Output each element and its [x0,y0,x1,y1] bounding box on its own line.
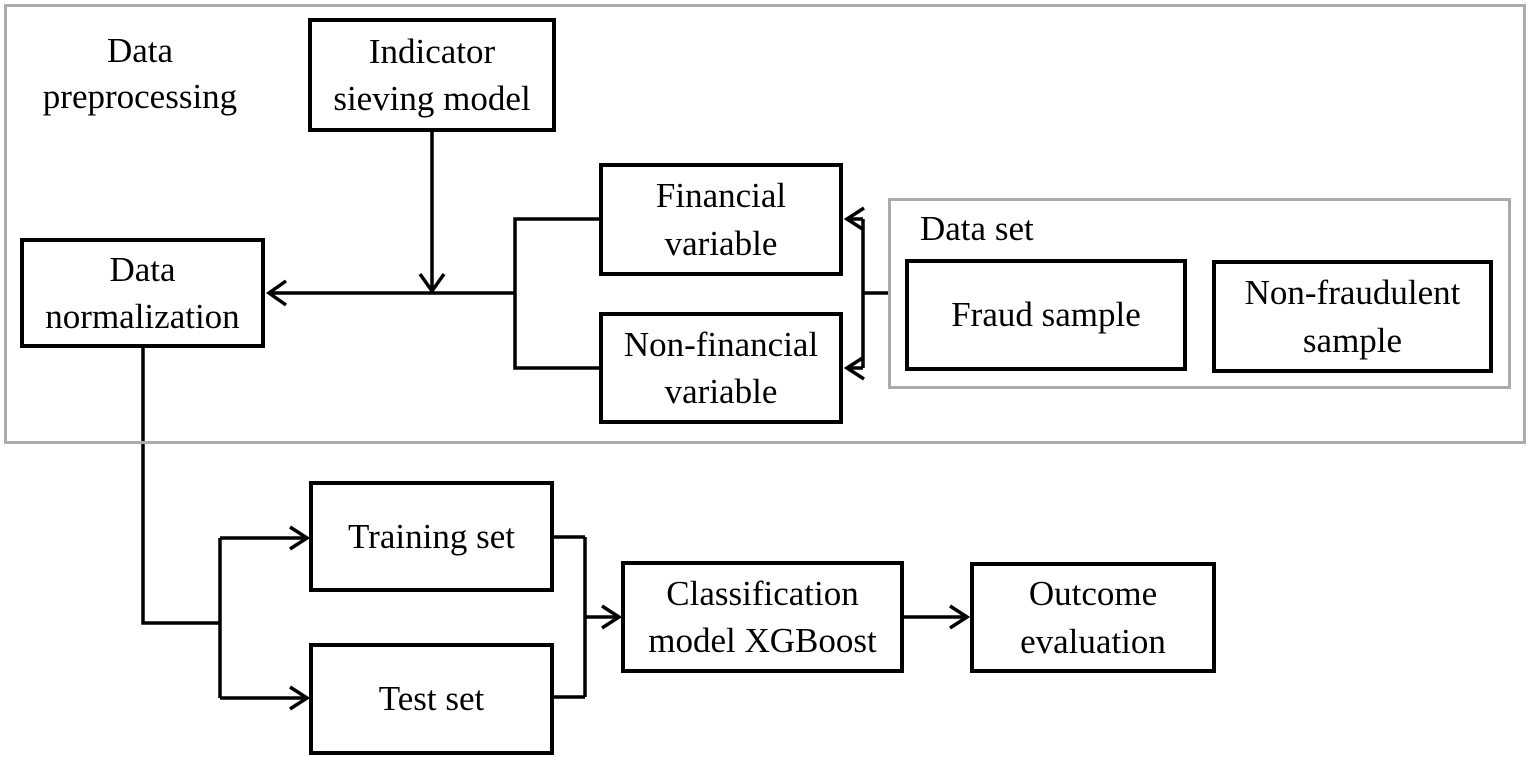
arrow-classification-to-outcome [904,604,971,630]
node-classification-model-xgboost: Classification model XGBoost [621,561,904,673]
dataset-group [888,198,1511,389]
node-data-normalization: Data normalization [20,238,265,348]
node-training-set: Training set [309,481,554,592]
node-outcome-evaluation: Outcome evaluation [970,562,1216,673]
preprocessing-region-label: Data preprocessing [42,31,238,117]
dataset-group-label: Data set [920,209,1034,248]
node-test-set: Test set [309,643,554,755]
node-non-financial-variable: Non-financial variable [599,312,843,424]
arrows-sets-to-classification [554,535,623,699]
node-fraud-sample: Fraud sample [905,259,1187,371]
preprocessing-region [4,4,1526,444]
node-indicator-sieving-model: Indicator sieving model [308,18,556,132]
node-non-fraudulent-sample: Non-fraudulent sample [1212,260,1493,373]
node-financial-variable: Financial variable [599,163,843,276]
